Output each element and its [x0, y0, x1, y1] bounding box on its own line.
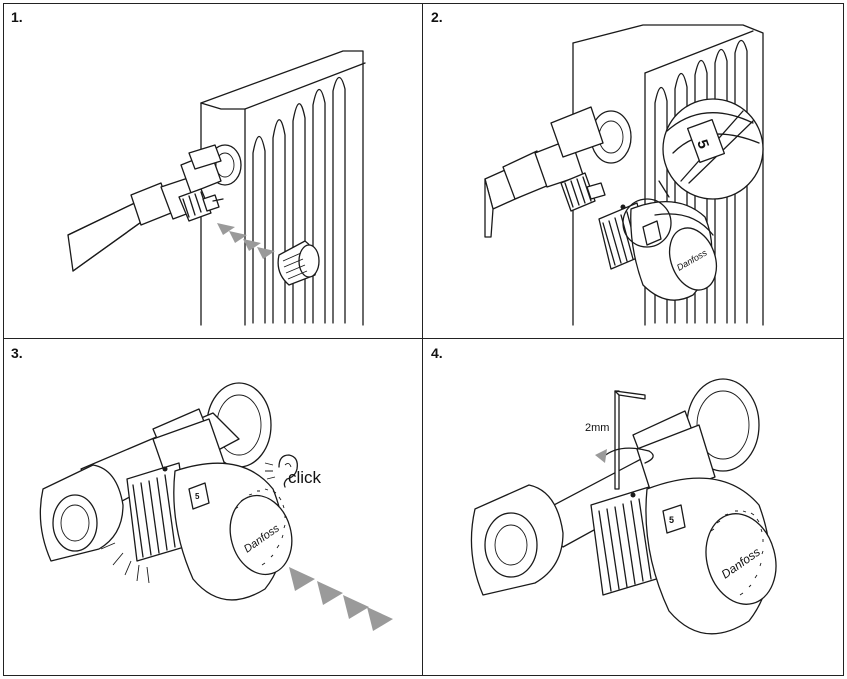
hex-key-icon [614, 390, 646, 490]
step-1-number: 1. [11, 9, 23, 25]
step-3-panel: 3. Danfoss 5 [3, 339, 423, 675]
step-4-panel: 4. Danfoss 5 [423, 339, 844, 675]
protection-cap [277, 240, 320, 286]
mount-arrows [217, 223, 275, 259]
valve-body [39, 408, 240, 562]
index-dot [630, 492, 636, 498]
supply-pipe [67, 198, 152, 272]
magnifier-callout: 5 [622, 98, 764, 248]
outer-frame [3, 3, 844, 676]
step-3-number: 3. [11, 345, 23, 361]
radiator [200, 50, 366, 326]
valve-body [502, 106, 606, 212]
step-4-number: 4. [431, 345, 443, 361]
hex-key-size-annotation: 2mm [585, 422, 609, 434]
step-2-number: 2. [431, 9, 443, 25]
step-1-panel: 1. [3, 3, 423, 339]
index-dot [620, 204, 626, 210]
rotation-arrow-icon [595, 447, 654, 464]
step-1-illustration [67, 50, 366, 326]
dial-scale-mark: 5 [669, 515, 674, 525]
push-arrows [289, 567, 393, 631]
step-4-illustration: Danfoss 5 2mm [470, 378, 777, 635]
click-lines [100, 542, 150, 584]
step-2-panel: 2. [423, 3, 844, 339]
ear-icon [264, 454, 298, 488]
valve-body [470, 410, 716, 596]
thermostatic-head: Danfoss [598, 200, 718, 301]
thermostatic-head: Danfoss 5 [590, 477, 777, 635]
click-annotation: click [288, 468, 322, 487]
step-2-illustration: Danfoss 5 [484, 24, 764, 326]
step-3-illustration: Danfoss 5 click [39, 382, 393, 631]
index-dot [162, 466, 168, 472]
thermostatic-head: Danfoss 5 [126, 462, 293, 601]
valve-body [130, 144, 224, 226]
dial-scale-mark: 5 [195, 492, 200, 501]
